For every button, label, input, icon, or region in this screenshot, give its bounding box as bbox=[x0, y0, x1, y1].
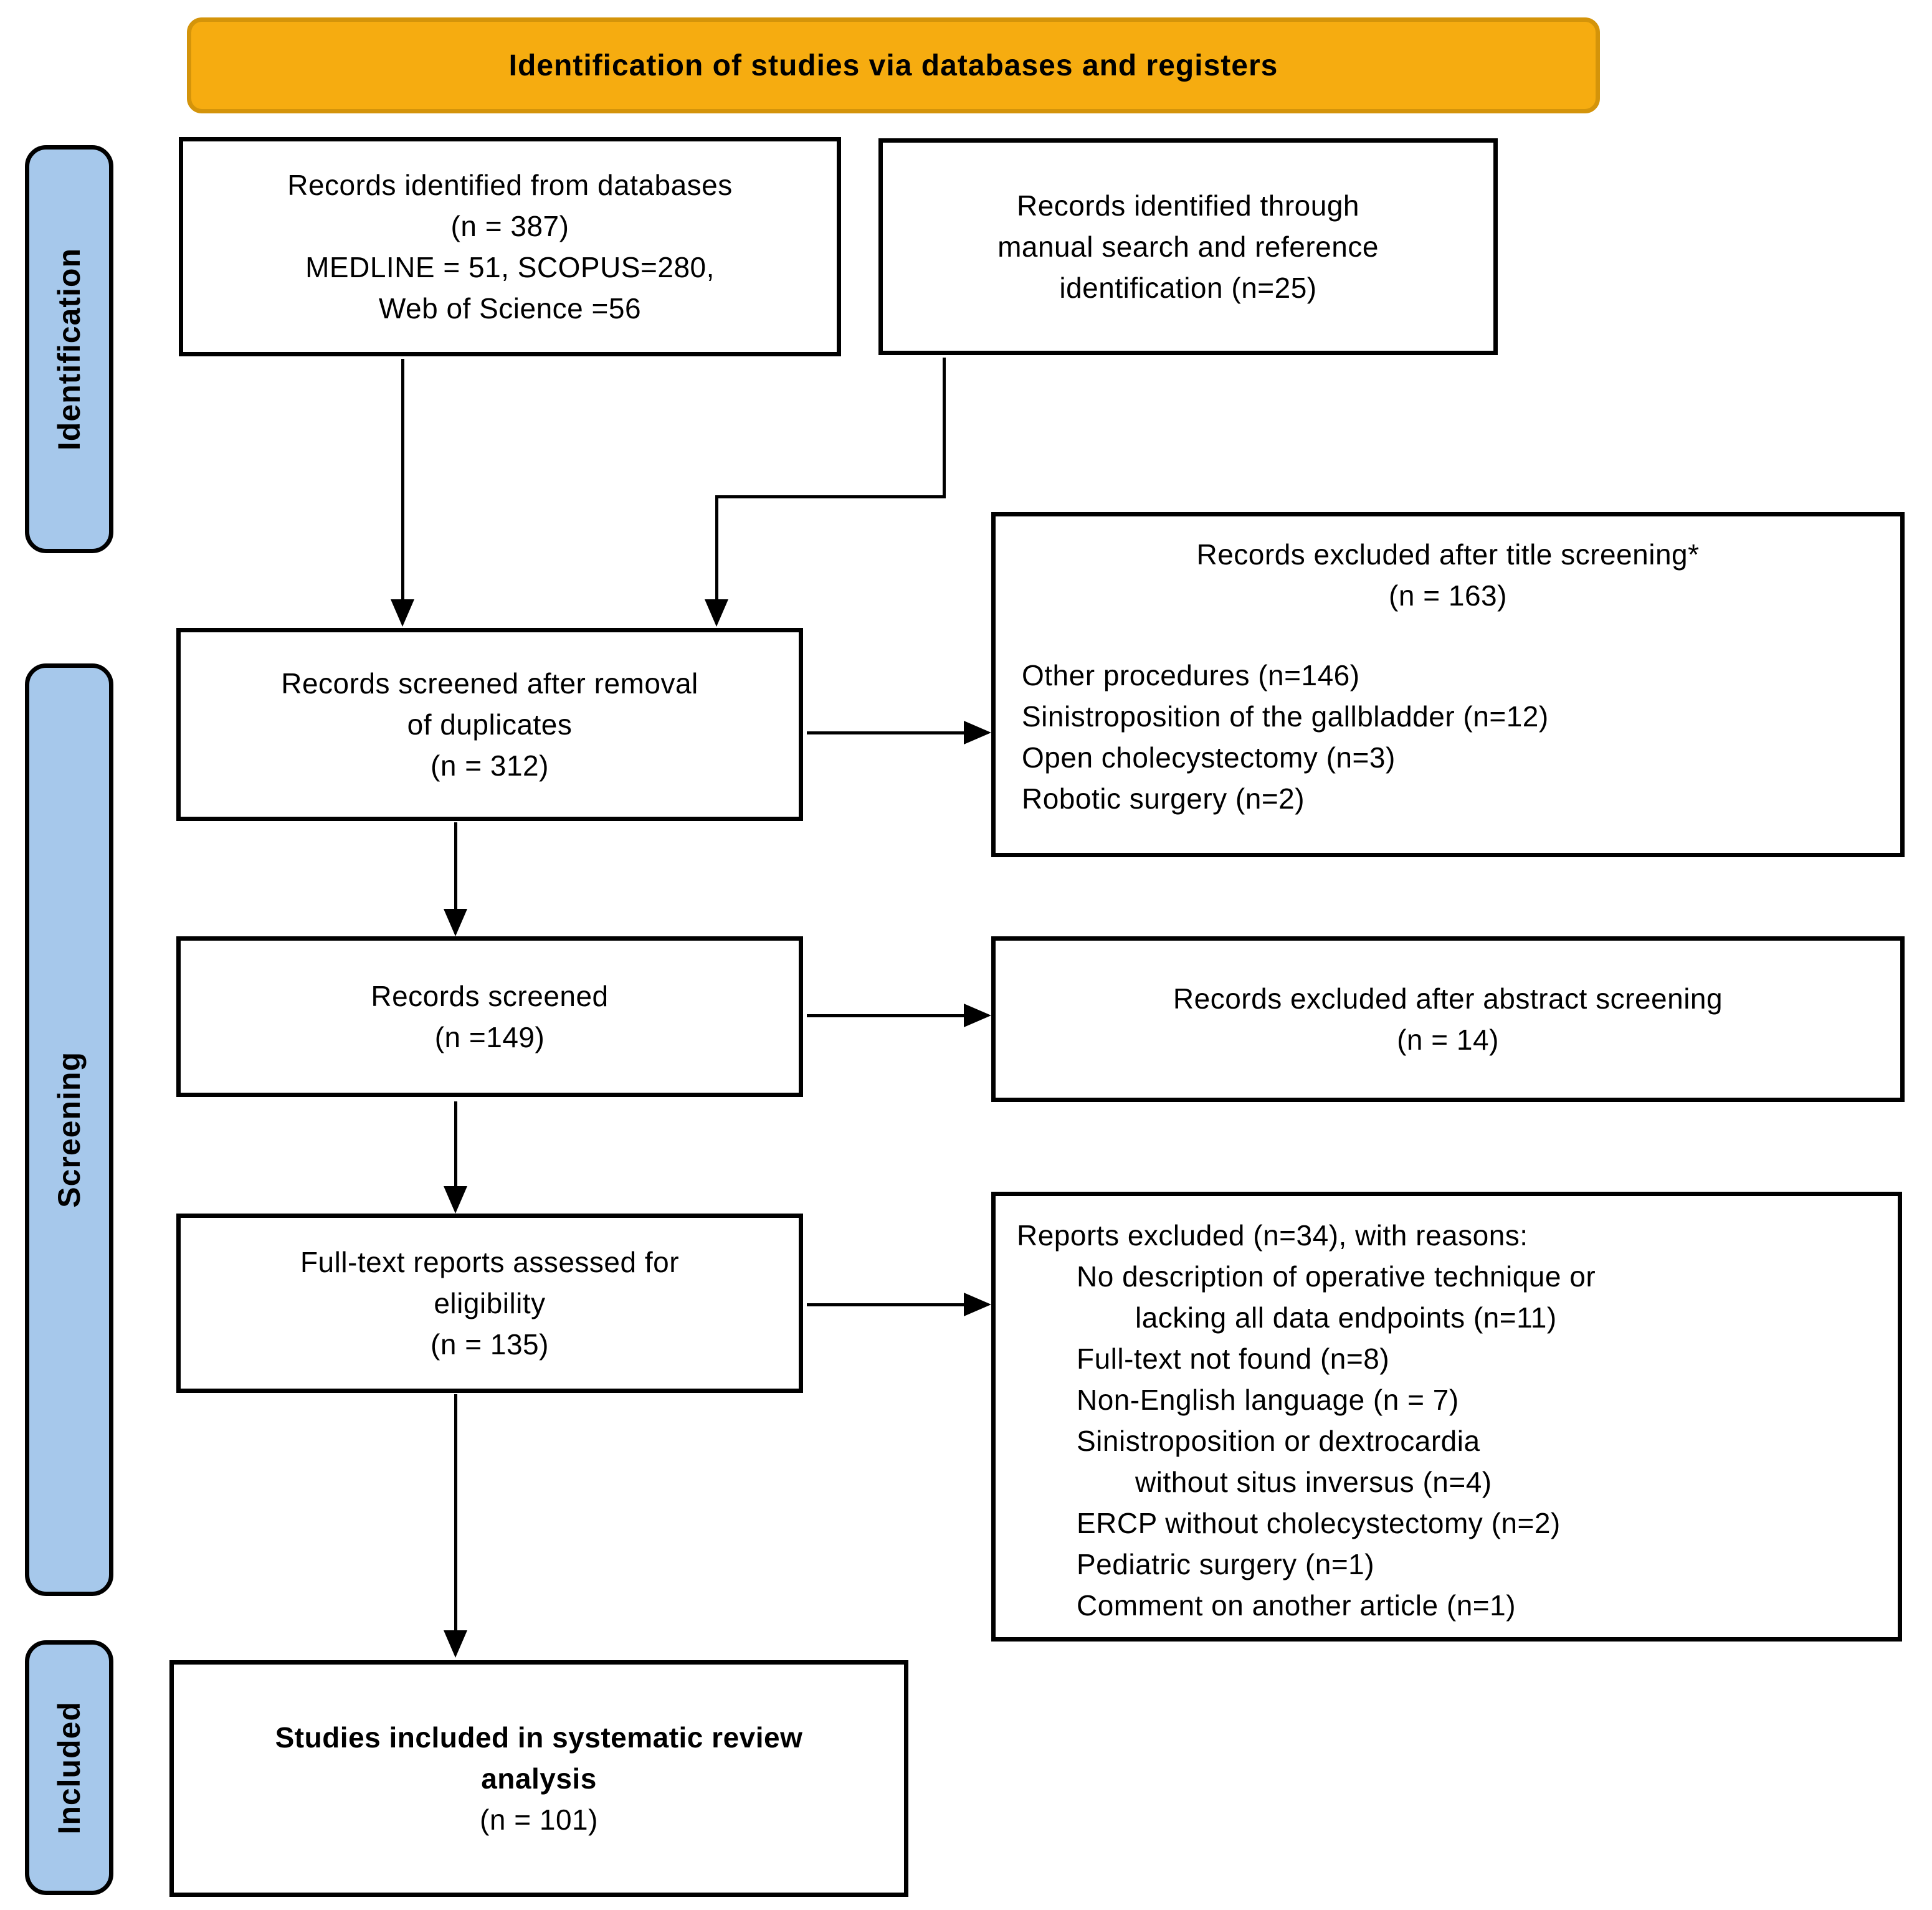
arrow-line bbox=[454, 1394, 457, 1631]
arrow-line bbox=[807, 1303, 965, 1306]
exclusion-reason: No description of operative technique or bbox=[1077, 1260, 1596, 1293]
exclusion-reason: Full-text not found (n=8) bbox=[1077, 1342, 1390, 1375]
exclusion-reason: Comment on another article (n=1) bbox=[1077, 1589, 1516, 1622]
box-heading: Reports excluded (n=34), with reasons: bbox=[1017, 1219, 1528, 1252]
banner-identification-of-studies: Identification of studies via databases … bbox=[187, 17, 1600, 113]
exclusion-reason-continued: without situs inversus (n=4) bbox=[1135, 1466, 1492, 1498]
exclusion-reason: Robotic surgery (n=2) bbox=[1022, 782, 1305, 815]
box-line-count: (n = 14) bbox=[1397, 1024, 1499, 1056]
arrow-line bbox=[807, 1014, 965, 1017]
arrowhead-right-icon bbox=[964, 721, 991, 744]
banner-label: Identification of studies via databases … bbox=[508, 49, 1278, 82]
arrow-line bbox=[715, 495, 946, 498]
arrow-line bbox=[401, 359, 404, 601]
exclusion-reason: Pediatric surgery (n=1) bbox=[1077, 1548, 1375, 1580]
box-line-count: (n = 135) bbox=[431, 1328, 549, 1361]
arrowhead-down-icon bbox=[444, 909, 467, 936]
box-line: of duplicates bbox=[407, 708, 573, 741]
box-records-manual-search: Records identified through manual search… bbox=[878, 138, 1498, 355]
stage-bar-screening: Screening bbox=[25, 663, 113, 1596]
arrow-line bbox=[715, 495, 718, 601]
box-line: Records excluded after title screening* bbox=[1196, 538, 1700, 571]
arrowhead-right-icon bbox=[964, 1293, 991, 1316]
box-records-screened: Records screened (n =149) bbox=[176, 936, 803, 1097]
box-line: Studies included in systematic review bbox=[275, 1721, 803, 1754]
arrowhead-down-icon bbox=[391, 599, 414, 627]
exclusion-reason: ERCP without cholecystectomy (n=2) bbox=[1077, 1507, 1561, 1539]
stage-label-screening: Screening bbox=[52, 1052, 87, 1208]
stage-bar-included: Included bbox=[25, 1640, 113, 1895]
box-title: Records excluded after title screening* … bbox=[1017, 534, 1879, 616]
box-line: Full-text reports assessed for bbox=[300, 1246, 680, 1278]
arrow-line bbox=[454, 1101, 457, 1187]
box-line-count: (n = 163) bbox=[1389, 579, 1507, 612]
stage-label-included: Included bbox=[52, 1701, 87, 1835]
box-screened-after-duplicate-removal: Records screened after removal of duplic… bbox=[176, 628, 803, 821]
arrow-line bbox=[943, 358, 946, 497]
exclusion-reason: Sinistroposition or dextrocardia bbox=[1077, 1425, 1480, 1457]
box-line-count: (n =149) bbox=[434, 1021, 545, 1053]
exclusion-reason-continued: lacking all data endpoints (n=11) bbox=[1135, 1301, 1557, 1334]
arrow-line bbox=[807, 731, 965, 734]
arrow-line bbox=[454, 822, 457, 911]
box-line: Web of Science =56 bbox=[378, 292, 642, 325]
arrowhead-down-icon bbox=[444, 1630, 467, 1658]
box-fulltext-assessed: Full-text reports assessed for eligibili… bbox=[176, 1214, 803, 1393]
box-line: Records identified through bbox=[1017, 189, 1359, 222]
stage-bar-identification: Identification bbox=[25, 145, 113, 553]
box-line-count: (n = 312) bbox=[431, 749, 549, 782]
box-line-count: (n = 387) bbox=[450, 210, 569, 242]
box-reports-excluded-reasons: Reports excluded (n=34), with reasons: N… bbox=[991, 1192, 1902, 1642]
box-line: Records identified from databases bbox=[287, 169, 733, 201]
exclusion-reason: Open cholecystectomy (n=3) bbox=[1022, 741, 1396, 774]
arrowhead-down-icon bbox=[444, 1186, 467, 1214]
box-excluded-abstract-screening: Records excluded after abstract screenin… bbox=[991, 936, 1905, 1102]
box-line: manual search and reference bbox=[997, 230, 1379, 263]
box-line: eligibility bbox=[434, 1287, 546, 1319]
exclusion-reason: Sinistroposition of the gallbladder (n=1… bbox=[1022, 700, 1549, 733]
box-excluded-title-screening: Records excluded after title screening* … bbox=[991, 512, 1905, 857]
arrowhead-down-icon bbox=[705, 599, 728, 627]
box-studies-included: Studies included in systematic review an… bbox=[169, 1660, 908, 1897]
arrowhead-right-icon bbox=[964, 1004, 991, 1027]
box-line: Records excluded after abstract screenin… bbox=[1173, 982, 1723, 1015]
box-line: Records screened bbox=[371, 980, 609, 1012]
exclusion-reason: Non-English language (n = 7) bbox=[1077, 1384, 1459, 1416]
box-line: analysis bbox=[481, 1762, 597, 1795]
box-line: MEDLINE = 51, SCOPUS=280, bbox=[305, 251, 715, 283]
exclusion-reason-list: Other procedures (n=146) Sinistropositio… bbox=[1017, 655, 1879, 819]
box-line-count: identification (n=25) bbox=[1059, 272, 1317, 304]
box-line: Records screened after removal bbox=[281, 667, 698, 700]
exclusion-reason: Other procedures (n=146) bbox=[1022, 659, 1360, 691]
box-records-identified-databases: Records identified from databases (n = 3… bbox=[179, 137, 841, 356]
box-line-count: (n = 101) bbox=[480, 1803, 598, 1836]
stage-label-identification: Identification bbox=[52, 247, 87, 451]
